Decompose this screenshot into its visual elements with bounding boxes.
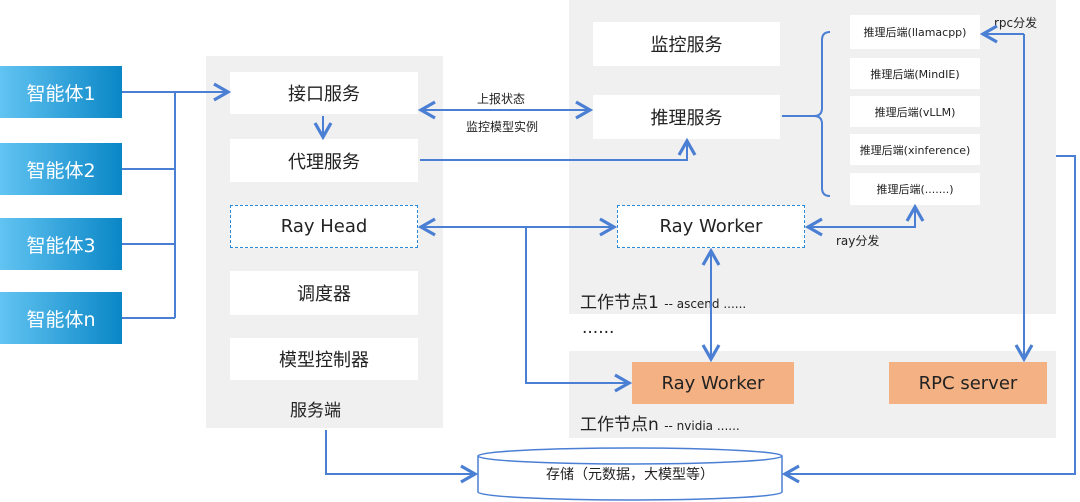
rpc-dispatch-label: rpc分发 — [994, 16, 1038, 30]
ray-worker-noden: Ray Worker — [632, 362, 794, 404]
rpc-server: RPC server — [889, 362, 1047, 404]
ray-worker-node1: Ray Worker — [617, 205, 805, 248]
ray-dispatch-arrow — [804, 203, 925, 237]
nodes-to-storage-arrow — [781, 155, 1076, 484]
agent-n: 智能体n — [0, 292, 122, 344]
model-controller: 模型控制器 — [230, 338, 418, 380]
server-to-storage-arrow — [325, 430, 479, 484]
rayhead-noden-arrow — [525, 227, 633, 393]
interface-service: 接口服务 — [230, 72, 418, 114]
backend-llamacpp: 推理后端(llamacpp) — [850, 15, 980, 49]
scheduler: 调度器 — [230, 271, 418, 315]
ray-head: Ray Head — [230, 205, 418, 248]
worker-node-n-title: 工作节点n -- nvidia ...... — [580, 410, 740, 435]
node-n-subtitle: -- nvidia ...... — [664, 419, 740, 433]
backend-other: 推理后端(.......) — [850, 173, 980, 205]
more-nodes-ellipsis: ...... — [582, 318, 615, 338]
inference-service: 推理服务 — [593, 95, 780, 139]
agent-1: 智能体1 — [0, 66, 122, 118]
monitor-instances-label: 监控模型实例 — [466, 120, 539, 134]
backend-vllm: 推理后端(vLLM) — [850, 96, 980, 127]
backend-mindie: 推理后端(MindIE) — [850, 58, 980, 89]
backends-brace — [813, 31, 831, 197]
agent-2: 智能体2 — [0, 143, 122, 195]
server-title: 服务端 — [290, 401, 341, 421]
proxy-service: 代理服务 — [230, 139, 418, 182]
monitor-service: 监控服务 — [593, 22, 780, 66]
agent-bus-line — [122, 91, 176, 319]
node-n-name: 工作节点n — [580, 415, 659, 435]
storage-cylinder — [477, 447, 783, 501]
ray-dispatch-label: ray分发 — [836, 234, 880, 248]
agent-3: 智能体3 — [0, 218, 122, 270]
proxy-to-inference-arrow — [420, 137, 697, 161]
backend-xinference: 推理后端(xinference) — [850, 134, 980, 165]
node-1-name: 工作节点1 — [580, 293, 659, 313]
storage-label: 存储（元数据，大模型等） — [546, 467, 714, 483]
